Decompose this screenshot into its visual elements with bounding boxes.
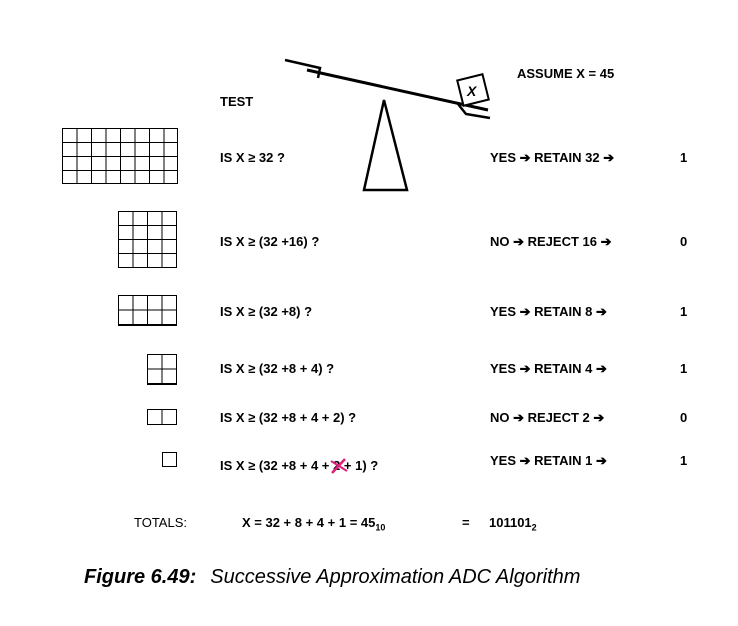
figure-number: Figure 6.49: [84,566,197,588]
result-row-5: NO ➔ REJECT 2 ➔ [490,410,605,425]
test-row-3: IS X ≥ (32 +8) ? [220,304,313,319]
bit-row-5: 0 [680,410,688,425]
struck-term: 2 [330,458,348,474]
weight-block-1 [162,452,177,467]
totals-binary: 1011012 [489,515,537,536]
bit-row-3: 1 [680,304,688,319]
totals-equation-text: X = 32 + 8 + 4 + 1 = 45 [242,515,376,530]
test-row-6-post: + 1) ? [343,458,379,473]
weight-block-2 [147,409,177,425]
result-row-3: YES ➔ RETAIN 8 ➔ [490,304,607,319]
totals-label: TOTALS: [134,515,187,530]
weight-block-8 [118,295,177,326]
totals-equation: X = 32 + 8 + 4 + 1 = 4510 [242,515,385,536]
test-row-6-pre: IS X ≥ (32 +8 + 4 + [220,458,330,473]
result-row-1: YES ➔ RETAIN 32 ➔ [490,150,615,165]
binary-subscript: 2 [531,522,537,533]
binary-value: 101101 [489,515,532,530]
bit-row-6: 1 [680,453,688,468]
figure-title: Successive Approximation ADC Algorithm [210,566,581,588]
bit-row-2: 0 [680,234,688,249]
assume-label: ASSUME X = 45 [517,66,615,81]
weight-block-4 [147,354,177,385]
weight-block-32 [62,128,178,184]
strike-cross-icon [330,458,348,474]
figure-caption: Figure 6.49: Successive Approximation ADC… [84,566,580,589]
test-row-5: IS X ≥ (32 +8 + 4 + 2) ? [220,410,357,425]
result-row-2: NO ➔ REJECT 16 ➔ [490,234,612,249]
weight-box-label: X [467,83,477,99]
test-row-2: IS X ≥ (32 +16) ? [220,234,320,249]
weight-block-16 [118,211,177,268]
bit-row-4: 1 [680,361,688,376]
result-row-4: YES ➔ RETAIN 4 ➔ [490,361,607,376]
test-column-header: TEST [220,94,254,109]
bit-row-1: 1 [680,150,688,165]
decimal-subscript: 10 [375,522,386,533]
test-row-6: IS X ≥ (32 +8 + 4 + 2 + 1) ? [220,458,378,474]
totals-equals: = [462,515,470,530]
result-row-6: YES ➔ RETAIN 1 ➔ [490,453,607,468]
test-row-4: IS X ≥ (32 +8 + 4) ? [220,361,335,376]
test-row-1: IS X ≥ 32 ? [220,150,285,165]
